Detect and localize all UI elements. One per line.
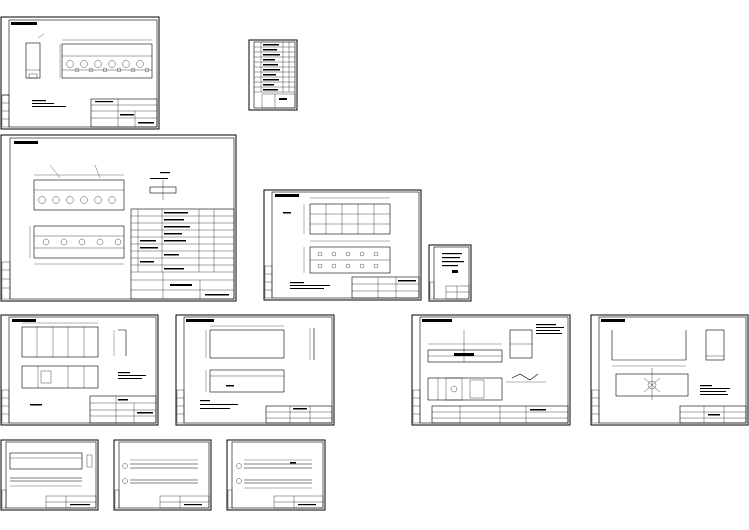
sheet-4-top-view: [303, 197, 391, 235]
sheet-9[interactable]: [590, 314, 749, 426]
sheet-3-title-stamp: [14, 141, 38, 144]
sheet-6-side-view: [113, 329, 127, 356]
sheet-2-table: [254, 42, 295, 93]
sheet-10[interactable]: [0, 439, 99, 511]
sheet-3-top-view: [33, 164, 125, 211]
sheet-11-plan-view: [122, 478, 198, 484]
sheet-9-front-view: [611, 330, 687, 367]
sheet-1-holes: [66, 60, 150, 73]
sheet-4[interactable]: [263, 189, 422, 301]
sheet-6-plan-view: [21, 365, 99, 389]
sheet-9-notes: [700, 385, 730, 395]
sheet-7-plan-view: [205, 369, 285, 393]
sheet-8-detail: [506, 324, 564, 383]
sheet-7-title-block: [265, 405, 333, 424]
sheet-3[interactable]: [0, 134, 237, 302]
sheet-6-notes: [30, 372, 146, 406]
sheet-4-title-block: [351, 276, 420, 299]
sheet-6-front-view: [21, 322, 99, 358]
sheet-6[interactable]: [0, 314, 159, 426]
sheet-2[interactable]: [248, 39, 298, 111]
sheet-12[interactable]: [226, 439, 326, 511]
sheet-7-side-view: [309, 328, 315, 360]
sheet-5[interactable]: [428, 244, 472, 302]
sheet-3-bottom-view: [29, 225, 125, 265]
sheet-12-title-block: [273, 495, 324, 509]
sheet-4-bottom-view: [303, 240, 391, 274]
sheet-10-plan-view: [10, 477, 82, 487]
sheet-1[interactable]: [0, 16, 160, 130]
sheet-7-title-stamp: [186, 319, 214, 322]
sheet-8-title-block: [431, 405, 569, 424]
sheet-1-title-block: [90, 98, 158, 128]
sheet-5-title-block: [445, 285, 470, 300]
sheet-4-notes: [283, 212, 330, 289]
sheet-11[interactable]: [113, 439, 212, 511]
sheet-2-title-block: [261, 93, 296, 109]
sheet-7-front-view: [205, 325, 285, 359]
sheet-1-title-stamp: [11, 22, 37, 25]
sheet-8-title-stamp: [422, 319, 452, 322]
sheet-9-title-block: [679, 405, 747, 424]
sheet-6-title-block: [89, 395, 157, 424]
sheet-3-spec-table: [130, 208, 235, 300]
sheet-11-title-block: [159, 495, 210, 509]
sheet-9-plan-view: [615, 368, 689, 400]
sheet-12-plan-view: [236, 478, 312, 489]
sheet-12-front-view: [236, 459, 312, 469]
sheet-7[interactable]: [175, 314, 335, 426]
sheet-1-notes: [32, 100, 66, 107]
sheet-8[interactable]: [411, 314, 571, 426]
sheet-8-front-view: [427, 330, 503, 363]
sheet-10-title-block: [45, 495, 97, 509]
sheet-6-title-stamp: [12, 319, 36, 322]
sheet-3-title-block: [131, 272, 234, 299]
sheet-5-label: [442, 253, 464, 273]
sheet-9-side-view: [705, 329, 725, 361]
sheet-9-title-stamp: [601, 319, 625, 322]
sheet-11-front-view: [122, 459, 198, 469]
sheet-8-side-view: [509, 329, 533, 359]
sheet-7-notes: [200, 385, 238, 409]
sheet-8-plan-view: [427, 377, 503, 401]
sheet-10-front-view: [9, 452, 93, 470]
sheet-4-title-stamp: [275, 194, 299, 197]
sheet-1-front-view: [61, 43, 153, 79]
sheet-3-small-part: [149, 172, 177, 200]
